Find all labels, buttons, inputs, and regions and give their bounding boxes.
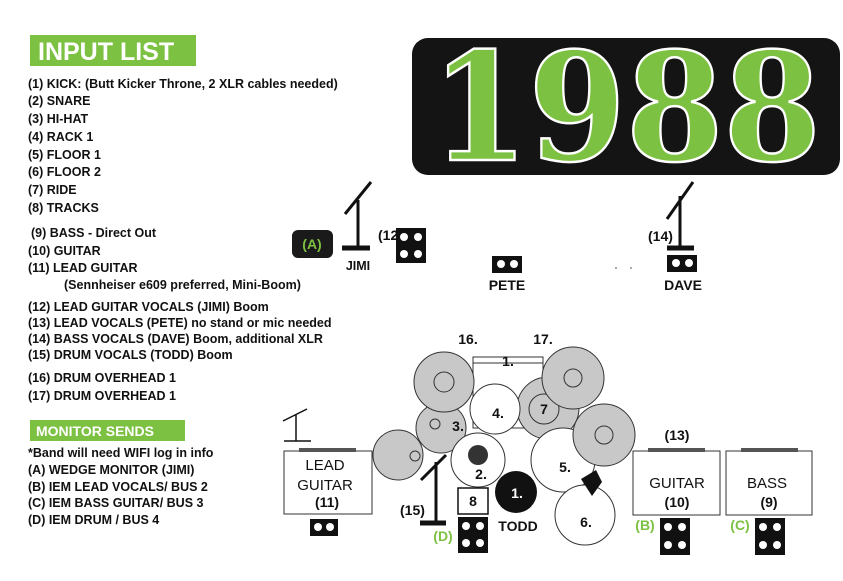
input-item: (5) FLOOR 1 (28, 148, 101, 162)
player-dave: DAVE (664, 277, 702, 293)
overhead-16-label: 16. (458, 331, 477, 347)
cymbal (413, 351, 475, 413)
wedge-monitor-a (292, 230, 333, 258)
band-logo: 1988 (412, 19, 840, 197)
input-item: (16) DRUM OVERHEAD 1 (28, 371, 176, 385)
drum-kit: 1. 4. 3. 7 2. 5. 6. 1. (372, 346, 636, 546)
overhead-17-label: 17. (533, 331, 552, 347)
bass-amp-label: BASS (747, 475, 787, 492)
kick-pedal (495, 471, 537, 513)
input-item: (15) DRUM VOCALS (TODD) Boom (28, 348, 233, 362)
guitar-amp-number: (10) (665, 494, 690, 510)
kick-pedal-label: 1. (511, 485, 523, 501)
amp-handle (648, 448, 705, 452)
input-item: (10) GUITAR (28, 244, 101, 258)
tracks-box (457, 487, 489, 515)
monitor-d-label: (D) (433, 528, 452, 544)
input-list-title: INPUT LIST (38, 38, 174, 66)
power-box-2 (667, 255, 697, 272)
input-item: (11) LEAD GUITAR (28, 261, 138, 275)
power-box-4 (458, 517, 488, 553)
crash-bell (409, 450, 421, 462)
monitor-c-label: (C) (730, 517, 749, 533)
tracks-label: 8 (469, 493, 477, 509)
cymbal-bell (563, 368, 583, 388)
lead-amp-line1: LEAD (305, 457, 344, 474)
monitor-a-label: (A) (302, 236, 321, 252)
power-box-4 (396, 228, 426, 263)
input-item: (13) LEAD VOCALS (PETE) no stand or mic … (28, 316, 332, 330)
input-item: (3) HI-HAT (28, 112, 89, 126)
monitor-item: (A) WEDGE MONITOR (JIMI) (28, 463, 194, 477)
input-item: (9) BASS - Direct Out (31, 226, 157, 240)
mic-stand-lead-guitar (282, 408, 311, 442)
hihat-center (429, 418, 441, 430)
cymbal-bell (433, 371, 455, 393)
power-box-4 (755, 518, 785, 555)
mic-14-label: (14) (648, 228, 673, 244)
input-item: (4) RACK 1 (28, 130, 93, 144)
cymbal (541, 346, 605, 410)
input-item: (8) TRACKS (28, 201, 99, 215)
input-item: (6) FLOOR 2 (28, 165, 101, 179)
snare-mic (468, 445, 488, 465)
monitor-item: (D) IEM DRUM / BUS 4 (28, 513, 159, 527)
input-item: (2) SNARE (28, 94, 91, 108)
monitor-sends-list: *Band will need WIFI log in info (A) WED… (28, 446, 214, 527)
lead-amp-line2: GUITAR (297, 477, 353, 494)
kick-label: 1. (502, 353, 514, 369)
floor2-label: 6. (580, 514, 592, 530)
logo-text: 1988 (431, 20, 821, 196)
bass-amp-number: (9) (760, 494, 777, 510)
input-item: (17) DRUM OVERHEAD 1 (28, 389, 176, 403)
mic-stand-drum-vocals (419, 453, 448, 526)
hihat-label: 3. (452, 418, 464, 434)
amp-handle (741, 448, 798, 452)
power-box-2 (310, 519, 338, 536)
input-item: (14) BASS VOCALS (DAVE) Boom, additional… (28, 332, 323, 346)
input-list-title-bg (30, 35, 196, 66)
input-item: (7) RIDE (28, 183, 77, 197)
dot (630, 267, 632, 269)
player-todd: TODD (498, 518, 537, 534)
mic-13-label: (13) (665, 427, 690, 443)
floor1-label: 5. (559, 459, 571, 475)
input-item: (12) LEAD GUITAR VOCALS (JIMI) Boom (28, 300, 269, 314)
logo-background (412, 38, 840, 175)
player-jimi: JIMI (346, 259, 370, 273)
mic-stand-dave (665, 181, 695, 251)
snare-label: 2. (475, 466, 487, 482)
guitar-amp (632, 450, 721, 516)
lead-amp-number: (11) (315, 494, 339, 510)
monitor-b-label: (B) (635, 517, 654, 533)
ride-label: 7 (540, 401, 548, 417)
dot (615, 267, 617, 269)
monitor-note: *Band will need WIFI log in info (28, 446, 214, 460)
cymbal (572, 403, 636, 467)
crash-cymbal (372, 429, 424, 481)
bass-amp (725, 450, 813, 516)
rack-tom (469, 383, 521, 435)
ride-bell (528, 393, 560, 425)
input-list: (1) KICK: (Butt Kicker Throne, 2 XLR cab… (28, 77, 338, 403)
amp-handle (299, 448, 356, 452)
player-pete: PETE (489, 277, 526, 293)
power-box-2 (492, 256, 522, 273)
mic-stand-jimi (342, 181, 373, 251)
monitor-item: (B) IEM LEAD VOCALS/ BUS 2 (28, 480, 208, 494)
power-box-4 (660, 518, 690, 555)
monitor-sends-title: MONITOR SENDS (36, 423, 154, 439)
input-item-note: (Sennheiser e609 preferred, Mini-Boom) (64, 278, 301, 292)
monitor-item: (C) IEM BASS GUITAR/ BUS 3 (28, 496, 204, 510)
mic-15-label: (15) (400, 502, 425, 518)
input-item: (1) KICK: (Butt Kicker Throne, 2 XLR cab… (28, 77, 338, 91)
monitor-sends-title-bg (30, 420, 185, 441)
lead-guitar-amp (283, 450, 373, 515)
rack-label: 4. (492, 405, 504, 421)
cymbal-bell (594, 425, 614, 445)
floor-tom-mic (581, 470, 602, 496)
guitar-amp-label: GUITAR (649, 475, 705, 492)
